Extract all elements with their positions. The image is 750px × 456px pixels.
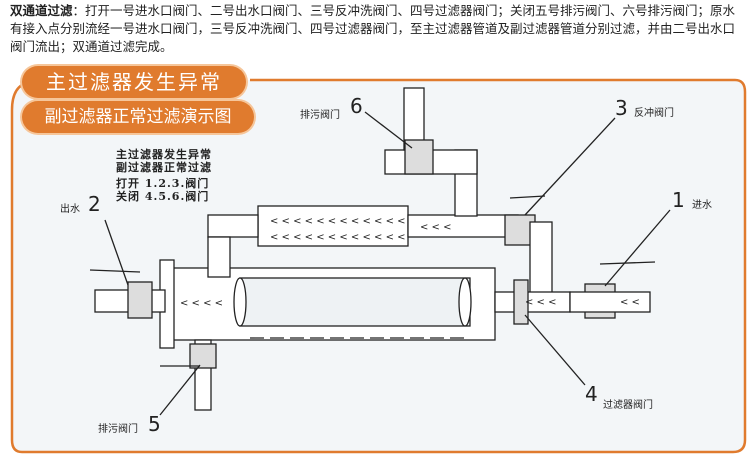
valve-4-label: 过滤器阀门 [603, 400, 653, 411]
valve-3-label: 反冲阀门 [634, 108, 674, 119]
svg-text:< < < <: < < < < [180, 298, 223, 309]
valve-2-number: 2 [88, 192, 101, 216]
svg-text:< < <: < < < [420, 222, 452, 233]
valve-4-number: 4 [585, 382, 598, 406]
valve-6-label: 排污阀门 [300, 110, 340, 121]
title-pill-1: 主过滤器发生异常 [22, 66, 246, 98]
note-line: 关闭 4.5.6.阀门 [116, 190, 210, 203]
valve-5-number: 5 [148, 412, 161, 436]
valve-2-body [127, 281, 153, 319]
intro-paragraph: 双通道过滤：打开一号进水口阀门、二号出水口阀门、三号反冲洗阀门、四号过滤器阀门；… [10, 2, 745, 56]
valve-5-label: 排污阀门 [98, 424, 138, 435]
intro-body: ：打开一号进水口阀门、二号出水口阀门、三号反冲洗阀门、四号过滤器阀门；关闭五号排… [10, 3, 736, 54]
valve-3-number: 3 [615, 96, 628, 120]
valve-1-label: 进水 [692, 200, 712, 211]
svg-text:< < < < < < < < < < < <: < < < < < < < < < < < < [270, 232, 406, 243]
svg-text:< <: < < [620, 297, 640, 308]
svg-text:< < <: < < < [525, 297, 557, 308]
valve-instructions: 主过滤器发生异常 副过滤器正常过滤 打开 1.2.3.阀门 关闭 4.5.6.阀… [116, 148, 212, 203]
main-filter-core [239, 277, 471, 327]
title-pill-2: 副过滤器正常过滤演示图 [22, 101, 254, 133]
note-line: 主过滤器发生异常 [116, 148, 212, 161]
valve-1-number: 1 [672, 188, 685, 212]
note-line: 副过滤器正常过滤 [116, 161, 212, 174]
note-line: 打开 1.2.3.阀门 [116, 177, 210, 190]
valve-5-body [189, 343, 217, 369]
valve-2-label: 出水 [60, 204, 80, 215]
valve-6-number: 6 [350, 94, 363, 118]
svg-text:< < < < < < < < < < < <: < < < < < < < < < < < < [270, 216, 406, 227]
intro-heading: 双通道过滤 [10, 3, 73, 18]
